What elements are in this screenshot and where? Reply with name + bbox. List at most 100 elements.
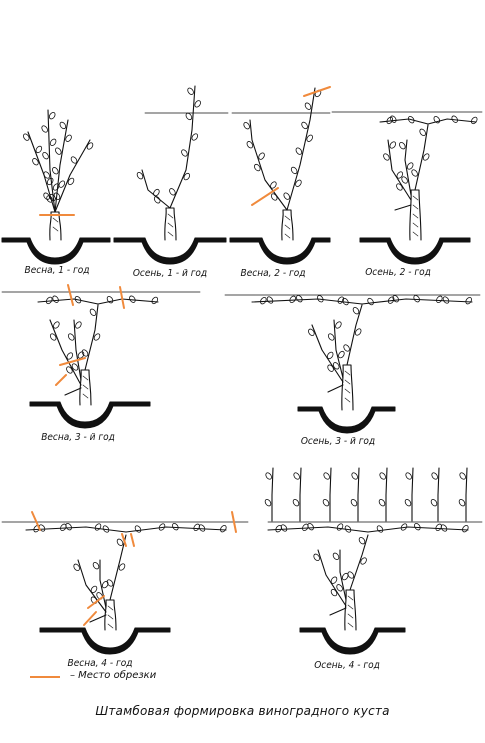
- cordon-spring-3-left: [37, 298, 99, 305]
- trunk-autumn-2: [409, 189, 422, 241]
- main-stem-autumn-3: [346, 304, 363, 366]
- caption-spring-year-4: Весна, 4 - год: [67, 658, 133, 669]
- cane-spring-1-b: [47, 109, 56, 213]
- leaf: [220, 525, 227, 533]
- leaf: [383, 153, 390, 161]
- leaf: [341, 572, 349, 581]
- leaf: [313, 553, 320, 561]
- leaf: [336, 584, 343, 592]
- bark-mark: [107, 614, 114, 620]
- bark-mark: [412, 213, 419, 219]
- cordon-autumn-2-left: [379, 118, 429, 125]
- side-shoot-spring-3-a: [49, 319, 82, 386]
- cordon-autumn-2-right: [427, 118, 477, 125]
- leaf: [136, 172, 144, 180]
- leaf: [134, 525, 142, 533]
- leaf: [302, 523, 309, 531]
- leaf: [58, 180, 66, 188]
- bark-mark: [82, 384, 89, 390]
- side-shoot-spring-4-a: [77, 559, 107, 613]
- leaf: [470, 116, 478, 125]
- cane-spring-1-d: [54, 139, 91, 213]
- leaf: [413, 295, 420, 303]
- leaf: [400, 523, 408, 531]
- bark-mark: [284, 224, 291, 230]
- bark-mark: [167, 231, 174, 237]
- cut-mark-spring-4-e: [87, 595, 105, 609]
- bark-mark: [347, 604, 354, 610]
- leaf: [129, 295, 136, 303]
- leaf: [387, 296, 395, 304]
- leaf: [172, 523, 179, 531]
- leaf: [81, 349, 89, 357]
- leaf: [187, 87, 194, 95]
- bark-mark: [284, 233, 291, 239]
- trunk-spring-1: [49, 211, 62, 241]
- main-stem-spring-3: [84, 304, 99, 371]
- leaf: [265, 472, 272, 480]
- leaf: [352, 307, 360, 315]
- side-shoot-spring-4-b: [99, 559, 107, 609]
- bark-mark: [107, 605, 114, 611]
- leaf: [92, 562, 100, 570]
- leaf: [351, 472, 358, 480]
- bark-mark: [344, 370, 351, 376]
- leaf: [46, 195, 53, 203]
- leaf: [347, 571, 355, 579]
- soil-autumn-4: [299, 627, 406, 655]
- leaf: [266, 296, 274, 304]
- leaf: [336, 523, 344, 531]
- leaf: [49, 138, 57, 146]
- leaf: [419, 128, 426, 136]
- leaf: [90, 585, 98, 594]
- leaf: [350, 499, 358, 507]
- bark-mark: [412, 204, 419, 210]
- leaf: [406, 162, 414, 170]
- leaf: [41, 125, 48, 133]
- main-stem-autumn-2: [414, 124, 429, 191]
- leaf: [169, 188, 176, 196]
- leaf: [181, 149, 188, 157]
- cane-spring-1-c: [54, 119, 69, 213]
- bark-mark: [167, 213, 174, 219]
- main-shoot-autumn-1: [169, 85, 196, 209]
- side-shoot-spring-2: [249, 119, 288, 211]
- leaf: [60, 523, 67, 531]
- leaf: [75, 321, 82, 329]
- leaf: [118, 563, 126, 571]
- side-shoot-autumn-2-a: [387, 139, 412, 201]
- soil-autumn-1: [113, 237, 227, 265]
- leaf: [65, 134, 72, 142]
- leaf: [185, 112, 193, 121]
- leaf: [289, 295, 296, 303]
- leaf: [386, 116, 394, 125]
- leaf: [293, 472, 300, 480]
- leaf: [396, 183, 403, 191]
- cut-mark-spring-4-f: [83, 611, 97, 626]
- leaf: [389, 141, 397, 149]
- bark-mark: [52, 226, 59, 232]
- leaf: [326, 351, 334, 360]
- cut-mark-spring-3-a: [67, 284, 74, 306]
- cut-mark-spring-3-b: [119, 286, 125, 309]
- side-shoot-autumn-3-a: [311, 324, 344, 383]
- cut-mark-spring-4-c: [121, 533, 127, 547]
- leaf: [295, 179, 302, 187]
- leaf: [258, 152, 265, 160]
- soil-spring-2: [229, 237, 331, 265]
- spur-autumn-4: [329, 607, 347, 616]
- leaf: [442, 296, 450, 304]
- cordon-autumn-4-right: [367, 526, 469, 533]
- bark-mark: [344, 379, 351, 385]
- leaf: [94, 523, 102, 531]
- leaf: [153, 188, 160, 197]
- side-shoot-autumn-4-b: [339, 549, 347, 601]
- leaf: [327, 333, 335, 341]
- caption-autumn-year-3: Осень, 3 - й год: [300, 436, 376, 447]
- vertical-shoot-autumn-4-3: [357, 467, 360, 522]
- vertical-shoot-autumn-4-6: [437, 467, 440, 522]
- leaf: [59, 121, 67, 130]
- leaf: [301, 121, 308, 130]
- main-stem-spring-4: [109, 534, 127, 601]
- leaf: [451, 115, 458, 123]
